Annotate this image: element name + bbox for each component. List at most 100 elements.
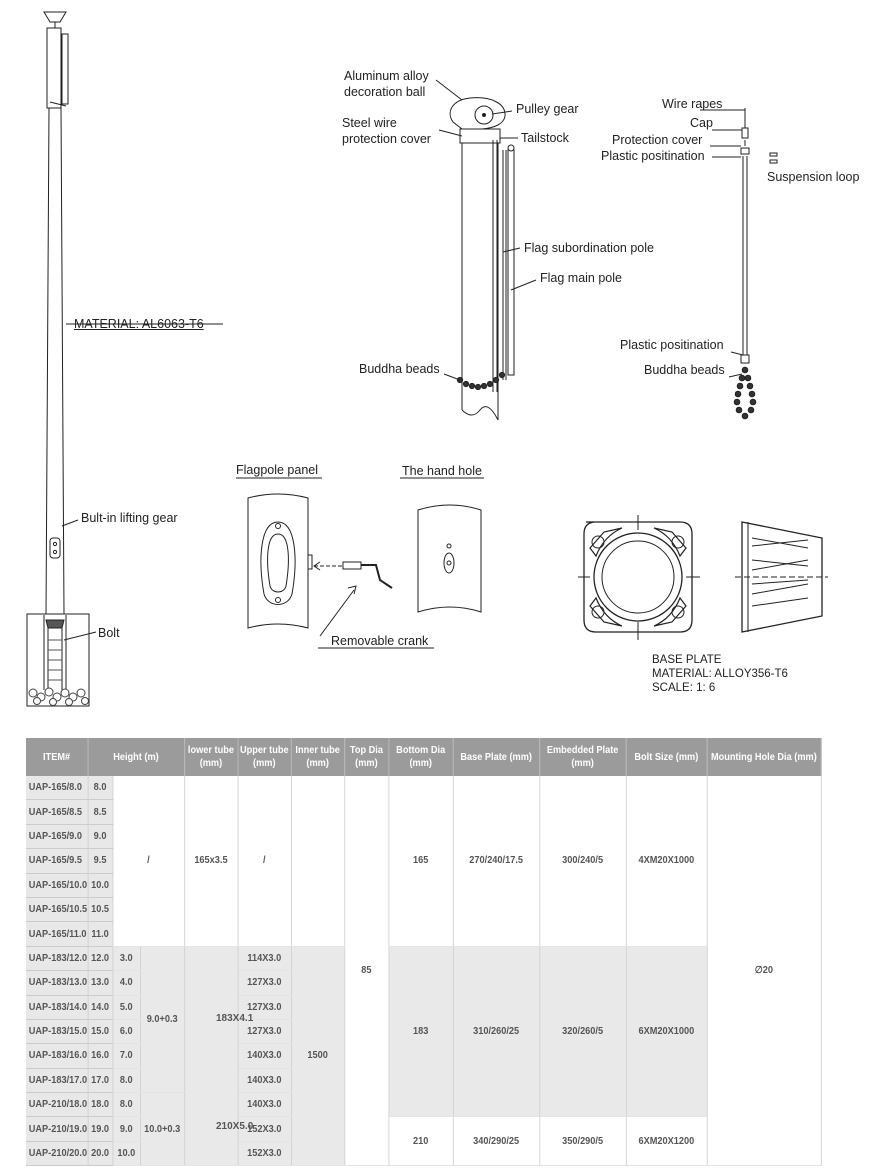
lower-tube-210-label: 210X5.0 (216, 1121, 254, 1132)
bottom-dia-cell: 165 (388, 776, 454, 947)
item-cell: UAP-165/8.0 (26, 776, 89, 801)
hand-hole-label: The hand hole (402, 464, 482, 478)
item-cell: UAP-165/10.5 (26, 897, 89, 923)
table-row: UAP-183/12.0 12.0 3.0 9.0+0.3 114X3.0 15… (26, 946, 821, 1167)
th-hole: Mounting Hole Dia (mm) (706, 738, 822, 776)
decoration-ball-label: Aluminum alloy decoration ball (344, 69, 429, 99)
bolt-label: Bolt (98, 626, 120, 640)
th-upper: Upper tube (mm) (237, 738, 292, 776)
lifting-gear-label: Bult-in lifting gear (81, 511, 178, 525)
flagpole-drawing (26, 11, 223, 707)
base-plate-cell: 340/290/25 (452, 1116, 540, 1167)
plastic-positination-top-label: Plastic positination (601, 149, 705, 163)
bottom-dia-cell: 183 (388, 946, 454, 1118)
bolt-size-cell: 4XM20X1000 (625, 776, 708, 947)
item-cell: UAP-210/20.0 (26, 1141, 89, 1167)
upper-tube-cell: / (237, 776, 292, 947)
inner-height-cell: 5.0 (112, 995, 141, 1020)
embedded-plate-cell: 320/260/5 (539, 946, 627, 1118)
base-plate-cell: 270/240/17.5 (452, 776, 540, 947)
item-cell: UAP-183/17.0 (26, 1068, 89, 1094)
height-span-cell: 10.0+0.3 (140, 1092, 185, 1167)
pulley-gear-label: Pulley gear (516, 102, 579, 116)
rope-drawing (700, 108, 778, 420)
th-item: ITEM# (26, 738, 89, 776)
base-plate-drawing (578, 515, 828, 640)
embedded-plate-cell: 350/290/5 (539, 1116, 627, 1167)
table-header-row: ITEM# Height (m) lower tube (mm) Upper t… (26, 738, 822, 776)
upper-tube-cell: 114X3.0 (237, 946, 292, 972)
inner-height-cell: 3.0 (112, 946, 141, 972)
height-cell: 16.0 (87, 1043, 113, 1069)
height-cell: 8.0 (87, 776, 113, 801)
base-plate-scale: SCALE: 1: 6 (652, 682, 716, 694)
height-cell: 11.0 (87, 921, 113, 947)
rope-buddha-beads-label: Buddha beads (644, 363, 725, 377)
th-top: Top Dia (mm) (344, 738, 389, 776)
th-bolt: Bolt Size (mm) (625, 738, 708, 776)
height-cell: 12.0 (87, 946, 113, 972)
height-cell: 18.0 (87, 1092, 113, 1118)
lower-tube-183-label: 183X4.1 (216, 1013, 254, 1024)
table-row: UAP-165/8.0 8.0 / 165x3.5 / 85 165 270/2… (26, 776, 822, 1167)
inner-tube-cell (290, 776, 345, 947)
rope-protection-cover-label: Protection cover (612, 133, 703, 147)
height-cell: 14.0 (87, 995, 113, 1020)
item-cell: UAP-183/12.0 (26, 946, 89, 972)
base-plate-title: BASE PLATE (652, 654, 722, 666)
removable-crank-label: Removable crank (331, 634, 429, 648)
inner-height-cell: 10.0 (112, 1141, 141, 1167)
height-cell: 10.0 (87, 873, 113, 898)
cap-label: Cap (690, 116, 713, 130)
upper-tube-cell: 127X3.0 (237, 970, 292, 996)
item-cell: UAP-183/15.0 (26, 1019, 89, 1045)
inner-height-cell: 4.0 (112, 970, 141, 996)
base-plate-cell: 310/260/25 (452, 946, 540, 1118)
th-inner: Inner tube (mm) (290, 738, 345, 776)
inner-height-cell: 8.0 (112, 1068, 141, 1094)
embedded-plate-cell: 300/240/5 (539, 776, 627, 947)
th-bottom: Bottom Dia (mm) (388, 738, 454, 776)
th-height: Height (m) (87, 738, 185, 776)
upper-tube-cell: 152X3.0 (237, 1141, 292, 1167)
technical-drawings (26, 11, 828, 707)
height-span-cell: 9.0+0.3 (140, 946, 185, 1094)
protection-cover-label: Steel wire protection cover (342, 116, 431, 146)
upper-tube-cell: 140X3.0 (237, 1068, 292, 1094)
suspension-loop-label: Suspension loop (767, 170, 860, 184)
subordination-pole-label: Flag subordination pole (524, 241, 654, 255)
base-plate-material: MATERIAL: ALLOY356-T6 (652, 668, 788, 680)
bolt-size-cell: 6XM20X1000 (625, 946, 708, 1118)
height-cell: 13.0 (87, 970, 113, 996)
lower-tube-cell: 165x3.5 (184, 776, 239, 947)
item-cell: UAP-210/19.0 (26, 1116, 89, 1142)
upper-tube-cell: 140X3.0 (237, 1092, 292, 1118)
height-cell: 15.0 (87, 1019, 113, 1045)
mounting-hole-cell: ∅20 (706, 776, 822, 1167)
item-cell: UAP-210/18.0 (26, 1092, 89, 1118)
panel-drawing (236, 477, 484, 649)
material-label: MATERIAL: AL6063-T6 (74, 317, 204, 331)
item-cell: UAP-165/9.5 (26, 848, 89, 874)
item-cell: UAP-165/9.0 (26, 824, 89, 850)
height-cell: 20.0 (87, 1141, 113, 1167)
upper-tube-cell: 140X3.0 (237, 1043, 292, 1069)
height-cell: 10.5 (87, 897, 113, 923)
upper-tube-cell: 127X3.0 (237, 1019, 292, 1045)
inner-height-cell: 9.0 (112, 1116, 141, 1142)
th-base: Base Plate (mm) (452, 738, 540, 776)
bolt-size-cell: 6XM20X1200 (625, 1116, 708, 1167)
height-span-cell: / (112, 776, 185, 947)
upper-tube-cell: 127X3.0 (237, 995, 292, 1020)
height-cell: 17.0 (87, 1068, 113, 1094)
